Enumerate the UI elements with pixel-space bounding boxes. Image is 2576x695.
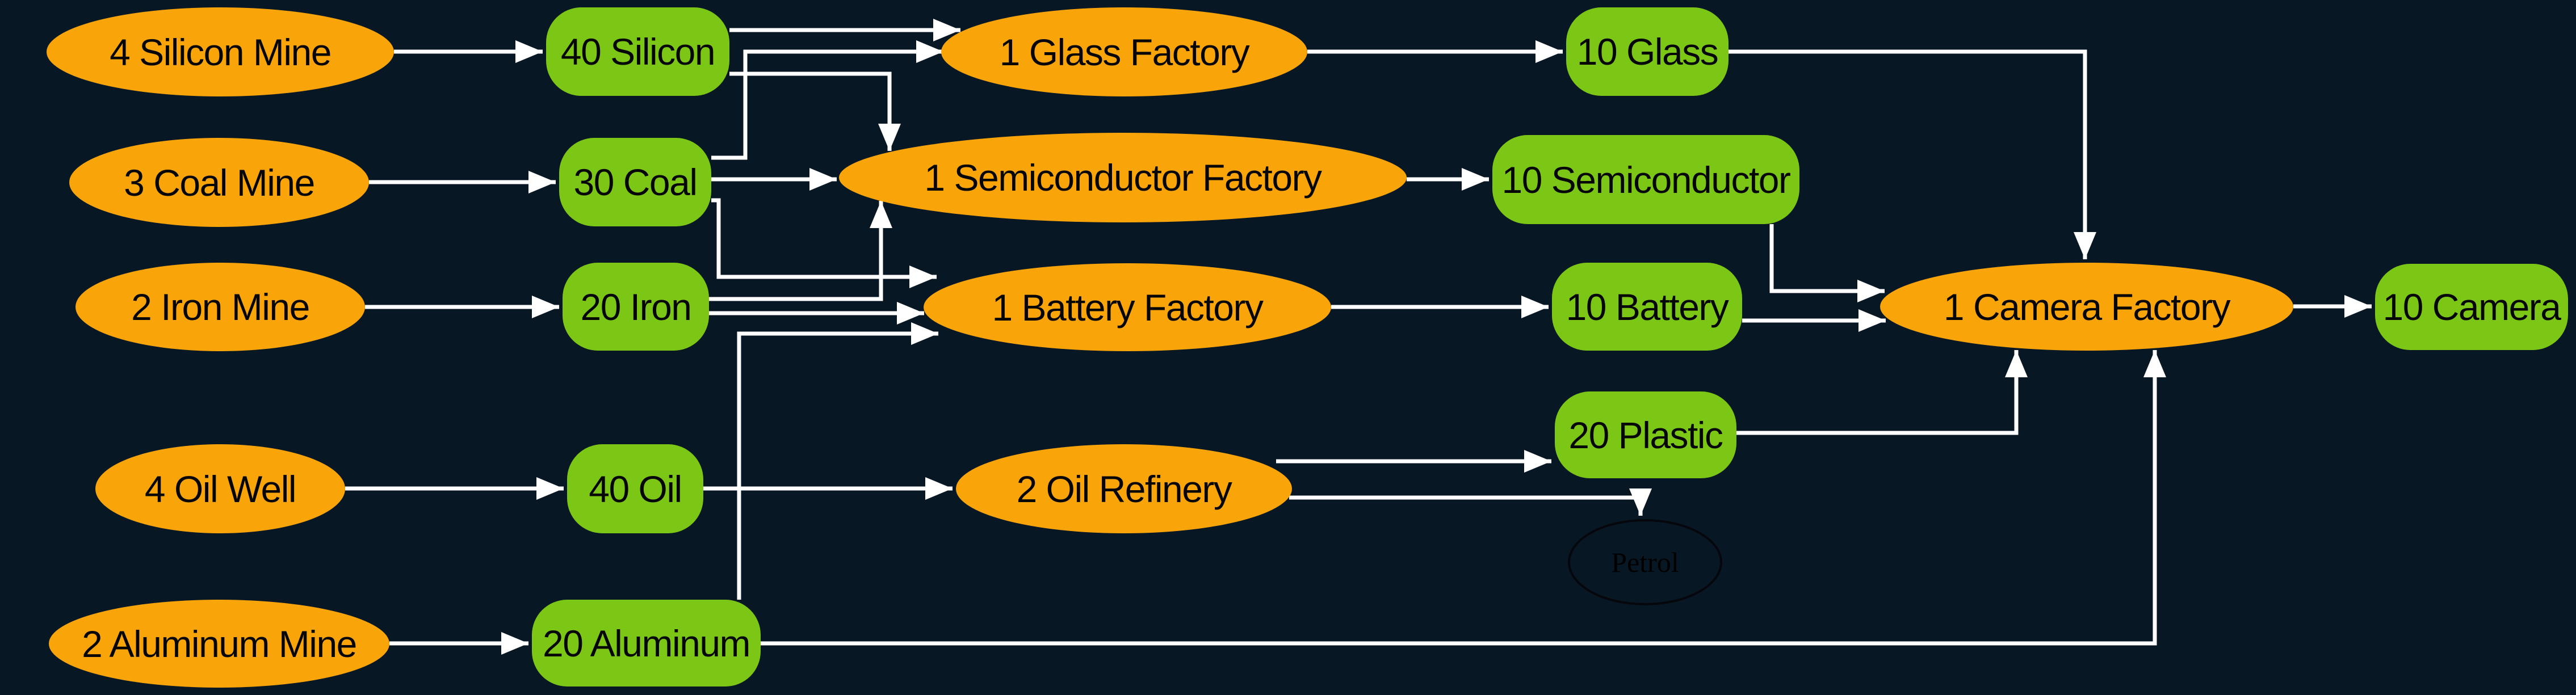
node-label-battery-factory: 1 Battery Factory <box>992 286 1264 328</box>
node-label-camera: 10 Camera <box>2382 286 2562 328</box>
node-aluminum: 20 Aluminum <box>532 600 761 686</box>
node-label-semiconductor-factory: 1 Semiconductor Factory <box>924 157 1322 199</box>
node-label-plastic: 20 Plastic <box>1568 414 1723 456</box>
node-oil-well: 4 Oil Well <box>95 444 345 533</box>
edge-coal-to-glass-factory <box>711 40 943 160</box>
node-coal-mine: 3 Coal Mine <box>69 138 369 227</box>
node-battery-factory: 1 Battery Factory <box>924 263 1331 351</box>
node-label-coal: 30 Coal <box>573 161 698 203</box>
node-camera-factory: 1 Camera Factory <box>1880 263 2293 351</box>
edge-aluminum-to-camera-factory <box>761 350 2166 646</box>
node-label-iron: 20 Iron <box>580 285 692 328</box>
node-oil: 40 Oil <box>567 444 703 533</box>
node-glass-factory: 1 Glass Factory <box>941 7 1307 96</box>
node-petrol: Petrol <box>1568 519 1722 605</box>
node-coal: 30 Coal <box>559 138 711 226</box>
node-label-camera-factory: 1 Camera Factory <box>1943 285 2231 328</box>
node-label-oil-refinery: 2 Oil Refinery <box>1016 467 1232 510</box>
edge-plastic-to-camera-factory <box>1736 350 2028 435</box>
node-label-petrol: Petrol <box>1611 546 1679 578</box>
node-oil-refinery: 2 Oil Refinery <box>956 444 1292 533</box>
node-semiconductor: 10 Semiconductor <box>1492 135 1799 224</box>
node-silicon: 40 Silicon <box>546 7 729 96</box>
edge-oil-refinery-to-petrol <box>1289 488 1652 516</box>
edge-coal-to-battery-factory <box>711 198 937 288</box>
node-label-oil-well: 4 Oil Well <box>144 467 297 510</box>
node-label-glass-factory: 1 Glass Factory <box>999 31 1250 73</box>
node-label-semiconductor: 10 Semiconductor <box>1501 158 1791 201</box>
node-label-oil: 40 Oil <box>589 467 682 510</box>
edge-semiconductor-to-camera-factory <box>1769 224 1885 302</box>
node-camera: 10 Camera <box>2375 264 2568 350</box>
node-aluminum-mine: 2 Aluminum Mine <box>49 600 389 688</box>
node-label-iron-mine: 2 Iron Mine <box>131 286 310 328</box>
node-glass: 10 Glass <box>1566 7 1728 96</box>
node-plastic: 20 Plastic <box>1555 391 1736 478</box>
node-silicon-mine: 4 Silicon Mine <box>47 7 394 96</box>
node-label-silicon: 40 Silicon <box>560 31 716 73</box>
node-label-battery: 10 Battery <box>1566 285 1729 328</box>
edge-glass-to-camera-factory <box>1728 49 2096 259</box>
node-label-glass: 10 Glass <box>1576 31 1719 73</box>
edge-iron-to-semiconductor-factory <box>709 201 892 301</box>
node-label-coal-mine: 3 Coal Mine <box>124 161 315 204</box>
node-label-aluminum: 20 Aluminum <box>542 622 751 664</box>
node-label-silicon-mine: 4 Silicon Mine <box>110 31 332 73</box>
node-label-aluminum-mine: 2 Aluminum Mine <box>82 622 357 665</box>
edge-silicon-to-semiconductor-factory <box>729 71 901 151</box>
node-iron: 20 Iron <box>563 263 709 351</box>
node-battery: 10 Battery <box>1552 263 1742 351</box>
node-semiconductor-factory: 1 Semiconductor Factory <box>839 133 1407 222</box>
edge-aluminum-to-battery-factory <box>737 322 938 600</box>
node-iron-mine: 2 Iron Mine <box>75 263 365 351</box>
